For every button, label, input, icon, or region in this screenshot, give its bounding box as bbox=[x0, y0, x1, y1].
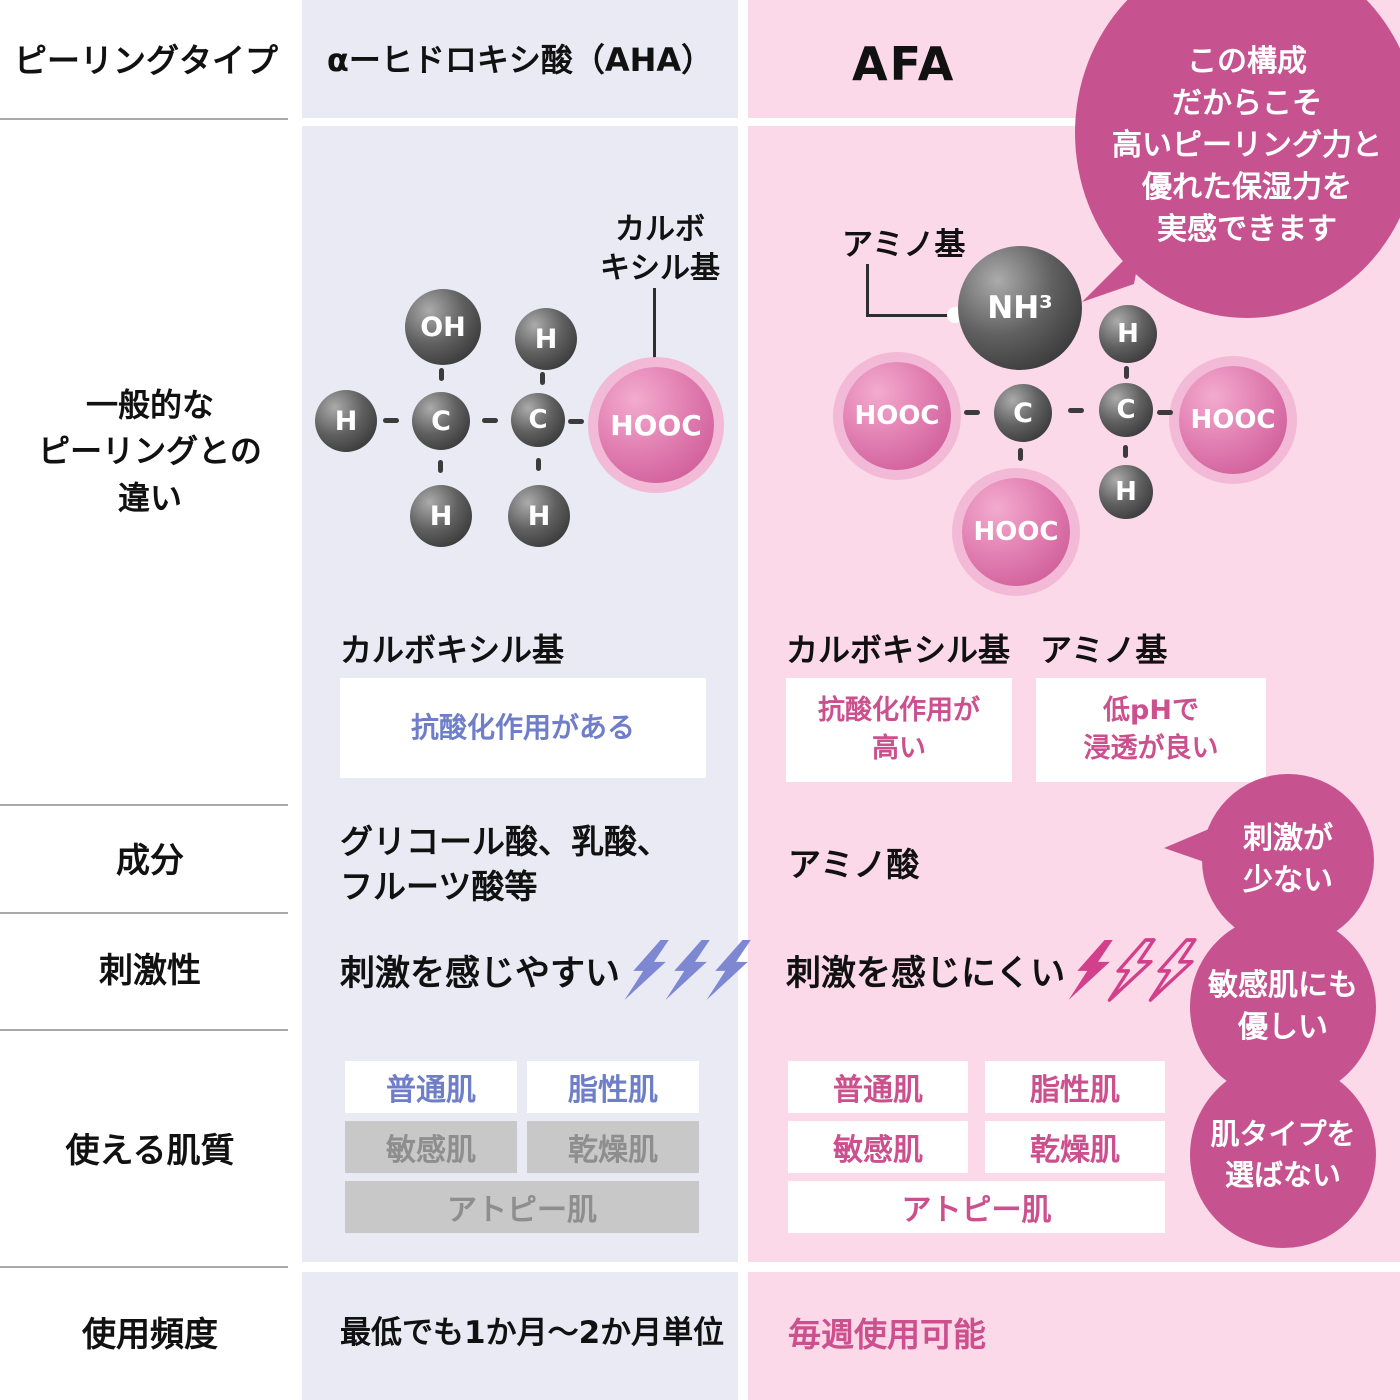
callout-connector-line bbox=[653, 288, 656, 358]
atom-c: C bbox=[511, 393, 565, 447]
aha-feature-box: 抗酸化作用がある bbox=[340, 678, 706, 778]
lightning-bolt-icon bbox=[624, 940, 669, 1000]
aha-carboxyl-label: カルボキシル基 bbox=[340, 631, 565, 669]
atom-c: C bbox=[412, 392, 470, 450]
afa-irritation-text: 刺激を感じにくい bbox=[786, 954, 1066, 994]
lightning-bolt-outline-icon bbox=[1148, 938, 1197, 1002]
afa-skin-oily: 脂性肌 bbox=[985, 1061, 1165, 1113]
bond-icon bbox=[964, 410, 980, 415]
row-label-irritation: 刺激性 bbox=[99, 951, 201, 991]
lightning-bolt-icon bbox=[706, 940, 751, 1000]
bond-icon bbox=[540, 372, 545, 385]
atom-h: H bbox=[1099, 465, 1153, 519]
aha-skin-atopic: アトピー肌 bbox=[345, 1181, 699, 1233]
bond-icon bbox=[383, 418, 399, 423]
lightning-bolt-outline-icon bbox=[1107, 938, 1156, 1002]
aha-skin-normal: 普通肌 bbox=[345, 1061, 517, 1113]
aha-ingredients-text: グリコール酸、乳酸、 フルーツ酸等 bbox=[340, 822, 670, 906]
afa-skin-dry: 乾燥肌 bbox=[985, 1121, 1165, 1173]
aha-frequency-text: 最低でも1か月〜2か月単位 bbox=[340, 1315, 725, 1351]
aha-irritation-text: 刺激を感じやすい bbox=[340, 954, 621, 994]
amino-callout-label: アミノ基 bbox=[842, 227, 966, 263]
row-label-frequency: 使用頻度 bbox=[82, 1315, 218, 1355]
atom-h: H bbox=[315, 390, 377, 452]
callout-connector-line bbox=[866, 314, 954, 317]
aha-header-panel bbox=[302, 0, 738, 118]
afa-ingredients-text: アミノ酸 bbox=[788, 845, 920, 884]
afa-amino-label: アミノ基 bbox=[1040, 631, 1168, 669]
aha-footer-panel bbox=[302, 1272, 738, 1400]
row-divider bbox=[0, 804, 288, 806]
row-label-skin-types: 使える肌質 bbox=[65, 1131, 235, 1171]
bond-icon bbox=[1124, 366, 1129, 379]
atom-hooc: HOOC bbox=[598, 367, 714, 483]
atom-h: H bbox=[410, 485, 472, 547]
bond-icon bbox=[1018, 448, 1023, 461]
atom-c: C bbox=[994, 384, 1052, 442]
atom-h: H bbox=[508, 485, 570, 547]
carboxyl-callout-label: カルボ キシル基 bbox=[600, 212, 720, 286]
atom-hooc: HOOC bbox=[1179, 366, 1287, 474]
afa-carboxyl-label: カルボキシル基 bbox=[786, 631, 1011, 669]
aha-column-header: αーヒドロキシ酸（AHA） bbox=[326, 41, 714, 79]
bond-icon bbox=[482, 418, 498, 423]
row-divider bbox=[0, 118, 288, 120]
row-divider bbox=[0, 912, 288, 914]
afa-column-header: AFA bbox=[852, 37, 956, 91]
afa-frequency-text: 毎週使用可能 bbox=[788, 1315, 986, 1354]
afa-feature-box-ph: 低pHで 浸透が良い bbox=[1036, 678, 1266, 782]
row-divider bbox=[0, 1029, 288, 1031]
lightning-bolt-icon bbox=[1068, 940, 1113, 1000]
atom-hooc: HOOC bbox=[843, 362, 951, 470]
afa-skin-sensitive: 敏感肌 bbox=[788, 1121, 968, 1173]
callout-connector-line bbox=[866, 264, 869, 316]
row-label-peeling-type: ピーリングタイプ bbox=[14, 41, 278, 80]
atom-nh3: NH³ bbox=[958, 246, 1082, 370]
afa-feature-box-antioxidant: 抗酸化作用が 高い bbox=[786, 678, 1012, 782]
aha-skin-oily: 脂性肌 bbox=[527, 1061, 699, 1113]
bond-icon bbox=[536, 458, 541, 471]
atom-c: C bbox=[1099, 383, 1153, 437]
afa-footer-panel bbox=[748, 1272, 1400, 1400]
atom-hooc: HOOC bbox=[962, 478, 1070, 586]
atom-h: H bbox=[515, 308, 577, 370]
bond-icon bbox=[439, 368, 444, 381]
atom-h: H bbox=[1099, 305, 1157, 363]
row-label-difference: 一般的な ピーリングとの 違い bbox=[38, 386, 262, 517]
bond-icon bbox=[1068, 408, 1084, 413]
bond-icon bbox=[438, 460, 443, 473]
atom-oh: OH bbox=[405, 289, 481, 365]
bond-icon bbox=[568, 419, 584, 424]
bond-icon bbox=[1123, 445, 1128, 458]
top-benefit-bubble: この構成 だからこそ 高いピーリング力と 優れた保湿力を 実感できます bbox=[1075, 0, 1400, 318]
all-skin-types-bubble: 肌タイプを 選ばない bbox=[1190, 1062, 1376, 1248]
lightning-bolt-icon bbox=[665, 940, 710, 1000]
bond-icon bbox=[1157, 410, 1173, 415]
row-divider bbox=[0, 1266, 288, 1268]
afa-skin-atopic: アトピー肌 bbox=[788, 1181, 1165, 1233]
row-label-ingredients: 成分 bbox=[116, 841, 184, 881]
aha-skin-dry: 乾燥肌 bbox=[527, 1121, 699, 1173]
afa-skin-normal: 普通肌 bbox=[788, 1061, 968, 1113]
aha-skin-sensitive: 敏感肌 bbox=[345, 1121, 517, 1173]
